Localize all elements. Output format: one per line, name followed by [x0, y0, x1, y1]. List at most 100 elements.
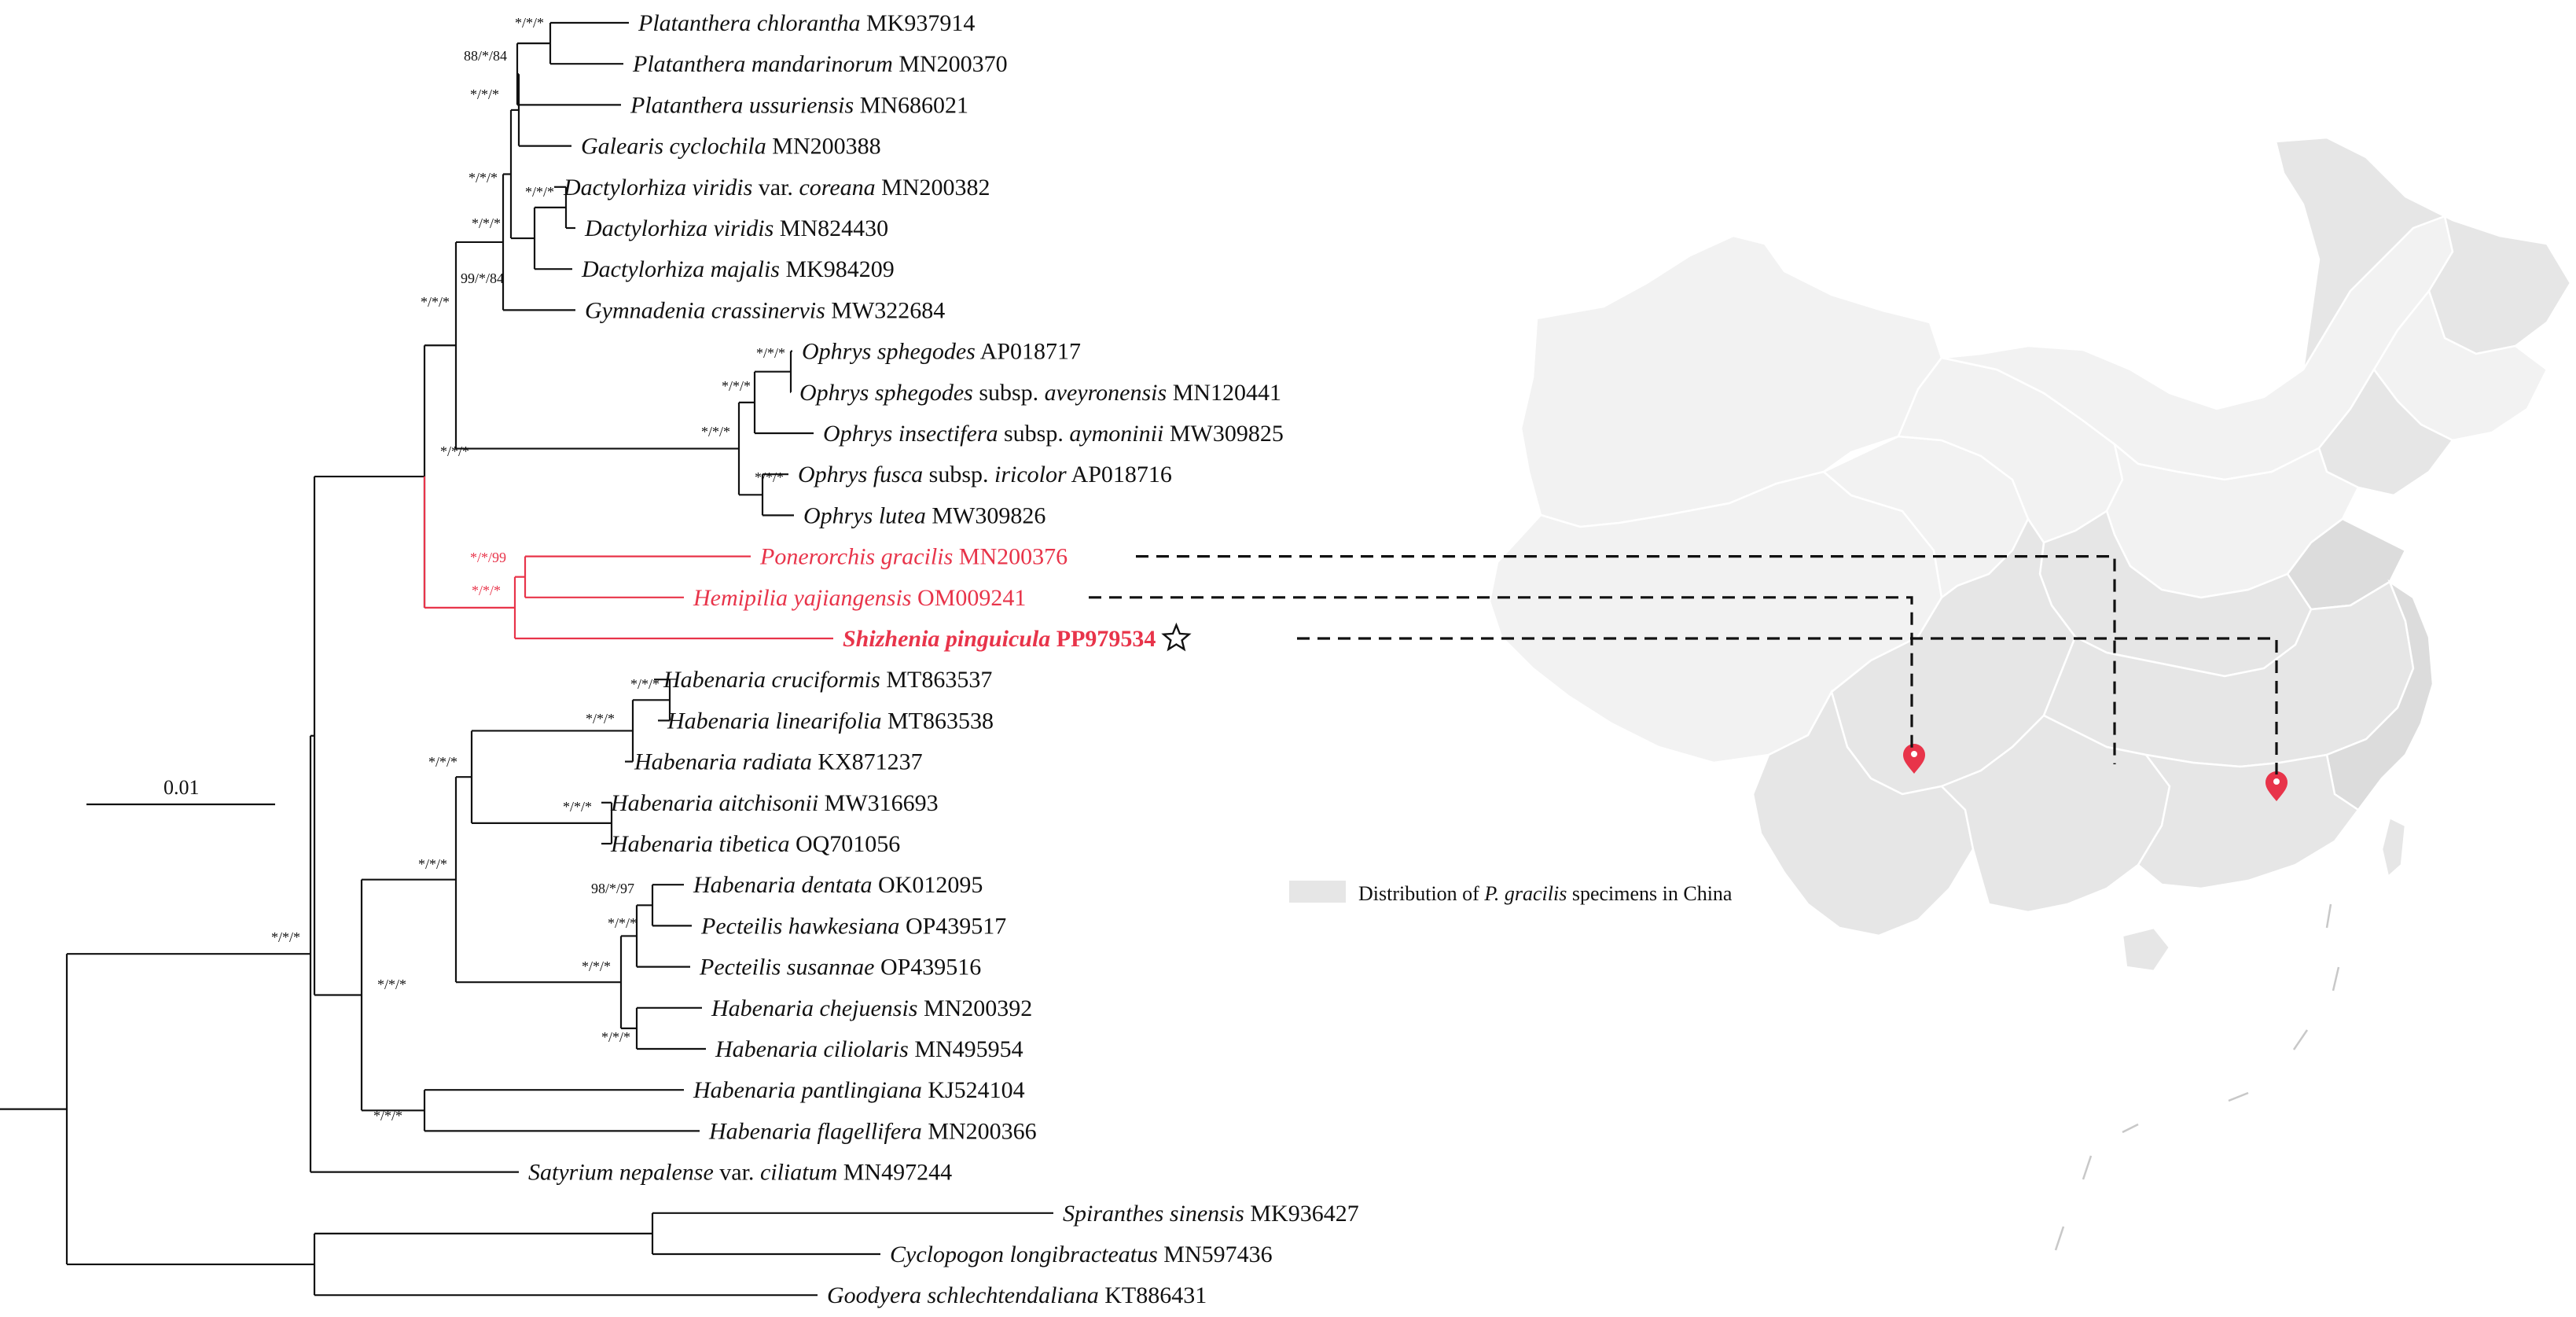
scale-bar: 0.01 [86, 776, 275, 806]
map-islands [2054, 903, 2340, 1251]
taxon-accession: MW316693 [818, 790, 939, 816]
taxon-species: Spiranthes sinensis [1063, 1201, 1244, 1227]
taxon-accession: AP018716 [1067, 462, 1172, 487]
taxon-accession: KJ524104 [922, 1077, 1025, 1103]
taxon-species: Habenaria radiata [634, 749, 812, 775]
taxon-accession: MN824430 [774, 215, 888, 241]
taxon-species: Habenaria aitchisonii [610, 790, 818, 816]
taxon-accession: KX871237 [812, 749, 923, 775]
taxon-species: Dactylorhiza majalis [581, 256, 780, 282]
taxon-accession: MN597436 [1158, 1242, 1273, 1267]
support-value: */*/* [755, 469, 784, 485]
taxon-labels: Platanthera chlorantha MK937914Platanthe… [528, 10, 1359, 1308]
support-value: */*/* [271, 929, 300, 945]
taxon-label: Shizhenia pinguicula PP979534 [843, 626, 1156, 652]
map-region-yunnan [1751, 689, 1975, 937]
support-value: */*/* [563, 799, 592, 815]
taxon-accession: OP439516 [874, 955, 981, 980]
taxon-accession: MT863537 [880, 667, 993, 693]
connector-line [1089, 596, 1913, 751]
taxon-accession: MN200392 [917, 995, 1032, 1021]
taxon-label: Pecteilis hawkesiana OP439517 [700, 913, 1006, 939]
taxon-label: Dactylorhiza majalis MK984209 [581, 256, 895, 282]
taxon-infraspecific: iricolor [994, 462, 1067, 487]
map-region-south-coast [2137, 753, 2360, 890]
taxon-accession: PP979534 [1050, 626, 1156, 652]
taxon-species: Ophrys insectifera [823, 421, 998, 447]
taxon-species: Shizhenia pinguicula [843, 626, 1050, 652]
support-value: 98/*/97 [591, 881, 634, 896]
taxon-rank: var. [714, 1160, 760, 1186]
taxon-label: Habenaria pantlingiana KJ524104 [693, 1077, 1025, 1103]
support-value: 88/*/84 [464, 48, 507, 64]
taxon-accession: MW322684 [825, 297, 946, 323]
support-value: */*/* [472, 215, 501, 231]
support-value: */*/* [472, 583, 501, 598]
support-value: */*/* [630, 676, 660, 692]
taxon-label: Dactylorhiza viridis var. coreana MN2003… [563, 175, 990, 200]
taxon-label: Ophrys fusca subsp. iricolor AP018716 [798, 462, 1172, 487]
taxon-species: Habenaria flagellifera [708, 1118, 922, 1144]
phylogenetic-tree [0, 21, 1053, 1297]
map-marker-sichuan [1903, 744, 1925, 774]
taxon-accession: MN497244 [837, 1160, 952, 1186]
legend-label: Distribution of P. gracilis specimens in… [1358, 882, 1733, 905]
support-value: */*/* [608, 915, 637, 931]
taxon-accession: MK936427 [1244, 1201, 1359, 1227]
taxon-label: Gymnadenia crassinervis MW322684 [585, 297, 945, 323]
support-values: */*/*88/*/84*/*/**/*/**/*/**/*/*99/*/84*… [271, 15, 785, 1124]
taxon-accession: MN200376 [953, 544, 1068, 570]
support-value: */*/* [515, 15, 544, 31]
support-value: */*/* [469, 170, 498, 186]
taxon-label: Ophrys insectifera subsp. aymoninii MW30… [823, 421, 1284, 447]
taxon-label: Platanthera mandarinorum MN200370 [632, 51, 1008, 77]
taxon-accession: KT886431 [1099, 1282, 1207, 1308]
taxon-accession: MK984209 [780, 256, 895, 282]
taxon-accession: MK937914 [860, 10, 975, 36]
taxon-accession: MW309825 [1163, 421, 1284, 447]
taxon-species: Platanthera ussuriensis [630, 92, 854, 118]
map-connector-lines [1089, 554, 2278, 774]
taxon-species: Ponerorchis gracilis [759, 544, 953, 570]
taxon-label: Habenaria aitchisonii MW316693 [610, 790, 939, 816]
taxon-species: Goodyera schlechtendaliana [827, 1282, 1099, 1308]
taxon-accession: AP018717 [976, 339, 1081, 365]
support-value: */*/* [421, 294, 450, 310]
taxon-species: Ophrys lutea [803, 502, 926, 528]
support-value: */*/* [586, 711, 615, 727]
taxon-species: Habenaria cruciformis [663, 667, 880, 693]
map-marker-zhejiang [2265, 771, 2288, 801]
taxon-label: Pecteilis susannae OP439516 [699, 955, 981, 980]
taxon-species: Platanthera chlorantha [638, 10, 860, 36]
taxon-label: Cyclopogon longibracteatus MN597436 [890, 1242, 1273, 1267]
support-value: */*/* [377, 977, 406, 992]
taxon-accession: OP439517 [899, 913, 1006, 939]
support-value: */*/* [440, 443, 469, 459]
taxon-species: Habenaria dentata [693, 872, 872, 898]
taxon-accession: MN495954 [909, 1036, 1023, 1062]
taxon-rank: var. [752, 175, 799, 200]
scale-bar-label: 0.01 [164, 776, 200, 799]
taxon-species: Habenaria linearifolia [667, 708, 882, 734]
taxon-accession: MT863538 [882, 708, 994, 734]
taxon-accession: OK012095 [872, 872, 983, 898]
taxon-label: Platanthera ussuriensis MN686021 [630, 92, 968, 118]
support-value: */*/* [525, 184, 554, 200]
taxon-accession: OQ701056 [789, 831, 900, 857]
taxon-label: Galearis cyclochila MN200388 [581, 134, 881, 160]
taxon-label: Habenaria cruciformis MT863537 [663, 667, 992, 693]
taxon-label: Habenaria tibetica OQ701056 [610, 831, 900, 857]
taxon-label: Habenaria flagellifera MN200366 [708, 1118, 1037, 1144]
taxon-species: Ophrys sphegodes [799, 380, 973, 406]
map-legend: Distribution of P. gracilis specimens in… [1289, 881, 1733, 905]
taxon-species: Habenaria tibetica [610, 831, 789, 857]
taxon-species: Platanthera mandarinorum [632, 51, 893, 77]
taxon-species: Galearis cyclochila [581, 134, 766, 160]
taxon-label: Ophrys sphegodes AP018717 [802, 339, 1081, 365]
taxon-species: Ophrys fusca [798, 462, 923, 487]
taxon-species: Dactylorhiza viridis [563, 175, 752, 200]
taxon-species: Habenaria chejuensis [711, 995, 917, 1021]
taxon-species: Gymnadenia crassinervis [585, 297, 825, 323]
taxon-accession: MN120441 [1167, 380, 1281, 406]
